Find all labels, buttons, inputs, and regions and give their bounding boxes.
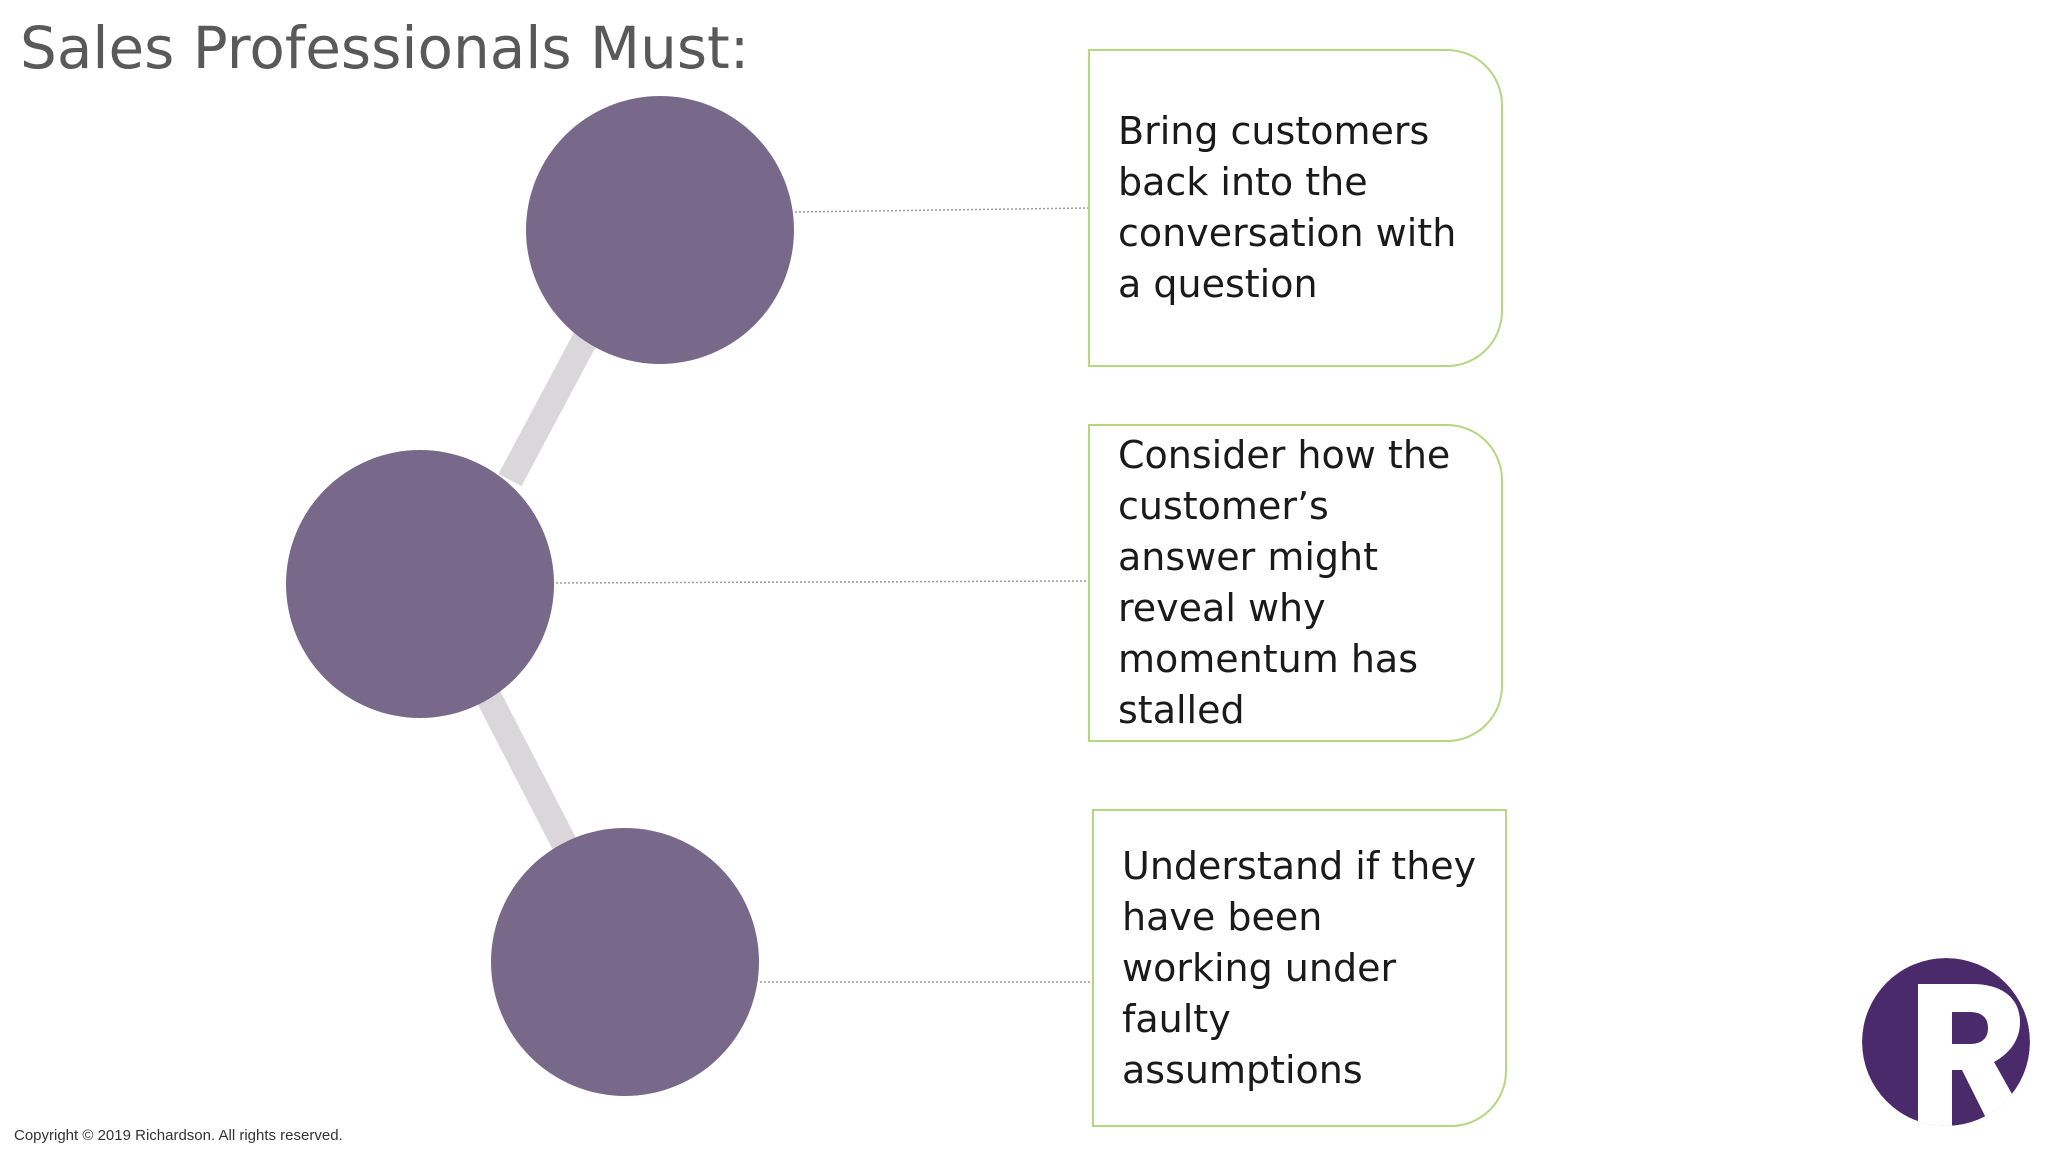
- step-circle-1: [526, 96, 794, 364]
- richardson-r-logo-icon: [1862, 958, 2030, 1126]
- leader-line-2: [551, 580, 1089, 584]
- step-box-2: Consider how the customer’s answer might…: [1088, 424, 1503, 742]
- step-circle-3: [491, 828, 759, 1096]
- step-text-1: Bring customers back into the conversati…: [1118, 109, 1457, 306]
- step-box-3: Understand if they have been working und…: [1092, 809, 1507, 1127]
- slide-title: Sales Professionals Must:: [20, 14, 750, 82]
- step-text-2: Consider how the customer’s answer might…: [1118, 433, 1451, 732]
- step-circle-2: [286, 450, 554, 718]
- step-text-3: Understand if they have been working und…: [1122, 843, 1477, 1092]
- copyright-notice: Copyright © 2019 Richardson. All rights …: [14, 1127, 343, 1144]
- connector-2-3: [473, 684, 577, 851]
- leader-line-1: [794, 207, 1089, 213]
- connector-1-2: [498, 323, 602, 487]
- step-box-1: Bring customers back into the conversati…: [1088, 49, 1503, 367]
